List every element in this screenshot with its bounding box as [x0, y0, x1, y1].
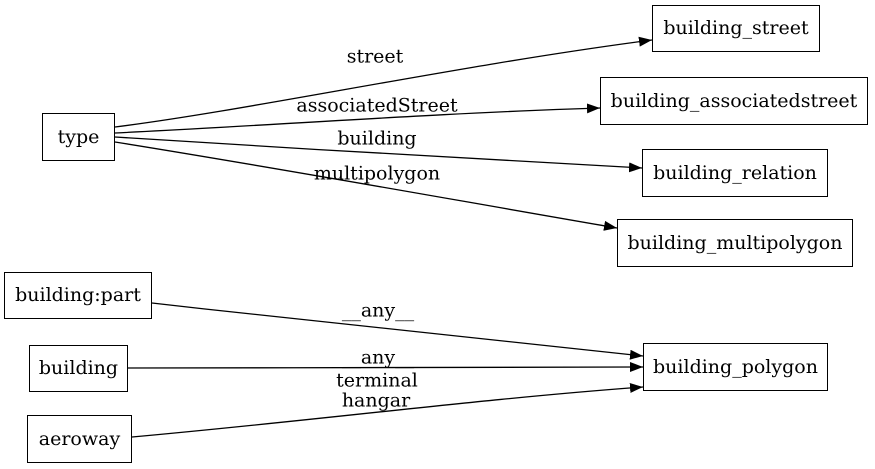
edge-label-building: building — [337, 127, 417, 150]
edge-type-building-street — [114, 36, 653, 128]
edge-aeroway-building-polygon — [131, 382, 644, 438]
edge-label-associatedstreet: associatedStreet — [296, 94, 458, 117]
node-building-associatedstreet: building_associatedstreet — [600, 77, 868, 125]
node-type: type — [42, 113, 115, 161]
node-building-polygon: building_polygon — [643, 343, 828, 391]
node-building: building — [29, 345, 128, 392]
node-building-part: building:part — [4, 272, 152, 319]
edge-label-terminal: terminal — [336, 369, 418, 392]
node-building-relation: building_relation — [642, 149, 828, 197]
edge-label-hangar: hangar — [341, 389, 411, 412]
edge-label-street: street — [346, 45, 404, 68]
node-building-street: building_street — [652, 5, 820, 52]
node-aeroway: aeroway — [27, 415, 132, 463]
edge-type-building-associatedstreet — [114, 103, 601, 134]
edge-label-any-1: __any__ — [341, 299, 415, 322]
edge-type-building-relation — [114, 136, 643, 173]
edge-label-any-2: __any__ — [341, 346, 415, 369]
edge-type-building-multipolygon — [114, 141, 618, 231]
node-building-multipolygon: building_multipolygon — [617, 219, 853, 267]
edge-building-building-polygon — [127, 362, 644, 373]
edge-label-multipolygon: multipolygon — [313, 162, 441, 185]
